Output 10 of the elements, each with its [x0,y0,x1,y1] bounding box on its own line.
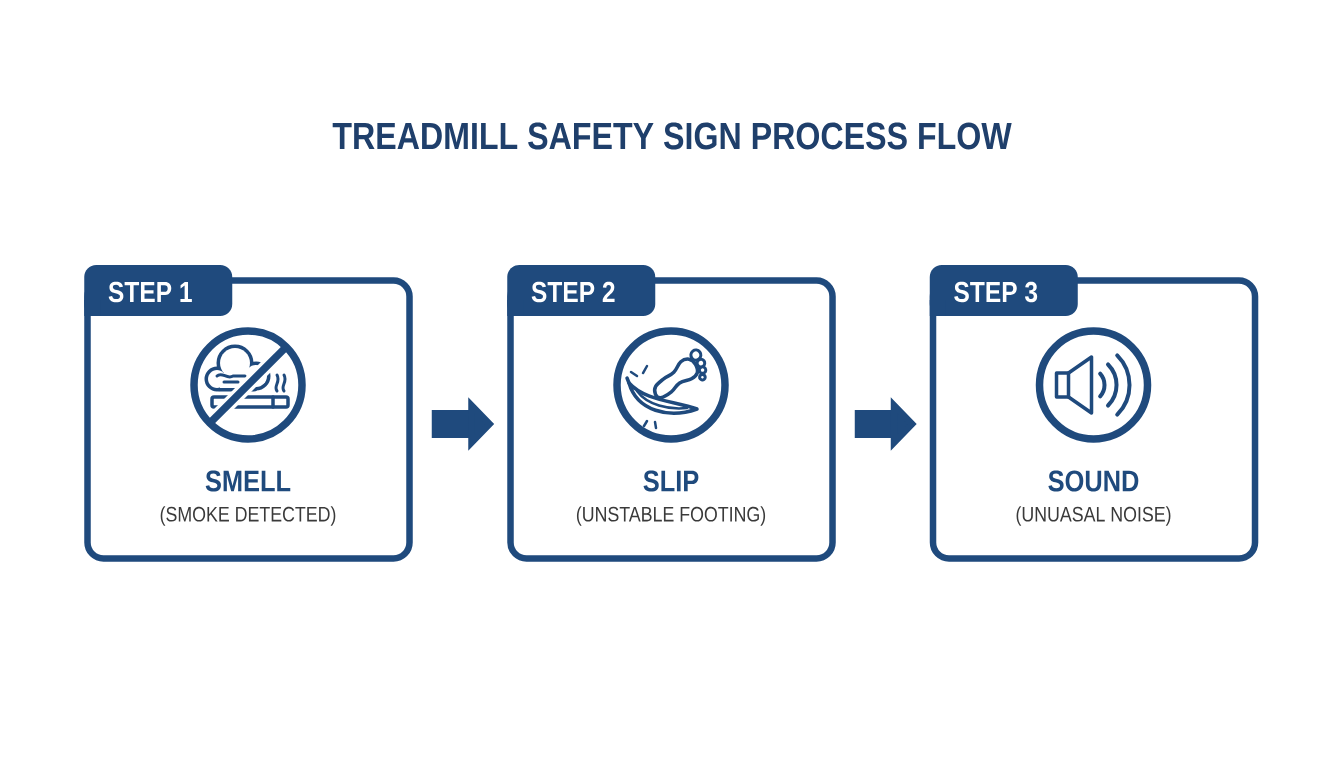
step-tab: STEP 3 [929,265,1078,316]
step-heading: SLIP [643,470,699,492]
step-description: (SMOKE DETECTED) [160,506,336,526]
step-heading: SOUND [1048,470,1139,492]
step-tab: STEP 1 [84,265,233,316]
title: TREADMILL SAFETY SIGN PROCESS FLOW [332,122,1012,150]
step-tab: STEP 2 [507,265,656,316]
step-description: (UNSTABLE FOOTING) [576,506,766,526]
step-description: (UNUASAL NOISE) [1016,506,1171,526]
step-heading: SMELL [205,470,291,492]
